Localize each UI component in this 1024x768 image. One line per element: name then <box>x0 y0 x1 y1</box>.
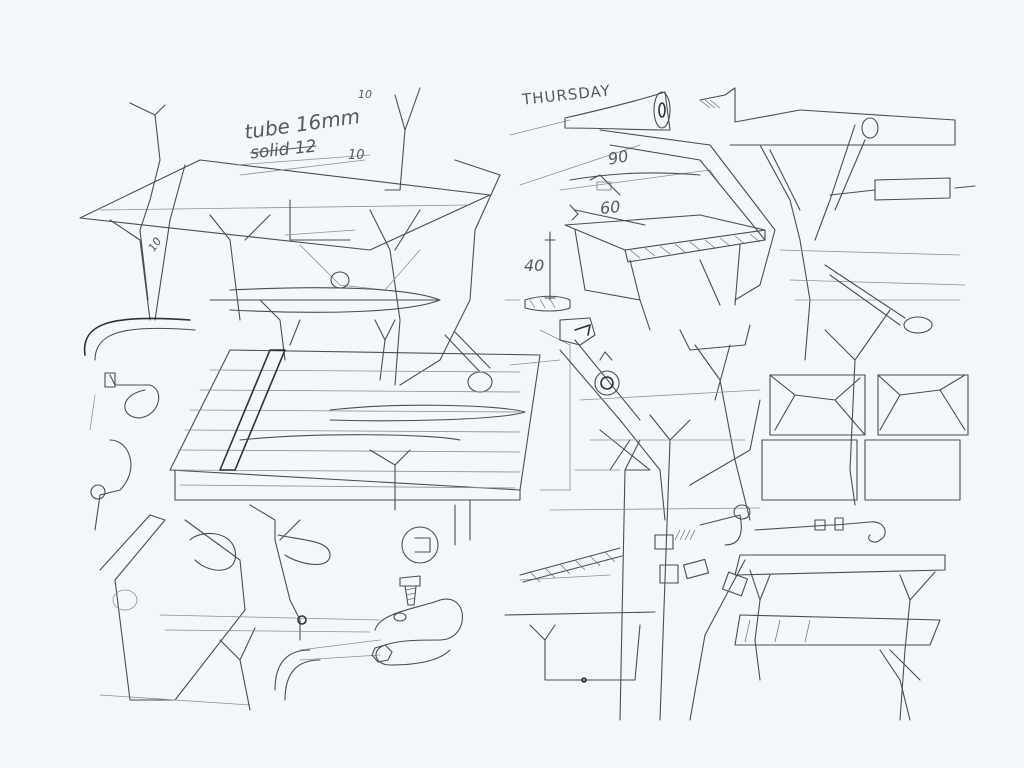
sketch-tube-rope-top <box>509 87 956 146</box>
sketch-rope-hook <box>519 504 886 721</box>
sketch-panel-elevations <box>761 374 969 501</box>
sketch-hardware-clamp <box>371 526 463 666</box>
annotation-tube-superscript: 10 <box>358 88 372 101</box>
sketch-dimensioned-table <box>519 144 766 346</box>
sketch-y-frame-right <box>759 124 976 506</box>
sketch-center-right-frame <box>504 129 776 721</box>
annotation-dimension-90: 90 <box>606 146 630 169</box>
annotation-solid-suffix: 10 <box>348 148 365 163</box>
sketch-chair-frames <box>99 504 381 711</box>
sketch-table-bottomright <box>734 554 946 721</box>
sketch-small-table-bottom <box>504 611 656 683</box>
annotation-dimension-60: 60 <box>599 196 622 219</box>
sketch-table-topleft <box>79 87 501 393</box>
sketch-plank-table <box>169 329 571 546</box>
sketch-tube-bends <box>83 317 196 531</box>
annotation-dimension-40: 40 <box>524 256 545 275</box>
